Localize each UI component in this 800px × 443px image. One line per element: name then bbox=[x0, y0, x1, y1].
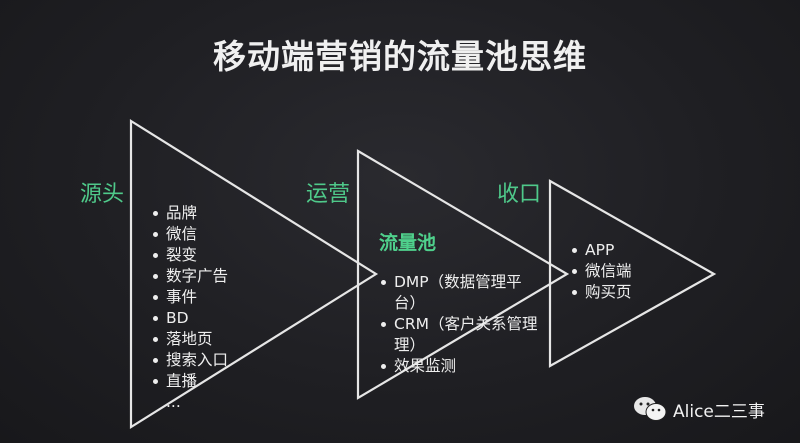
bullet-icon bbox=[153, 274, 158, 279]
list-item: 微信端 bbox=[569, 261, 632, 282]
bullet-icon bbox=[572, 269, 577, 274]
list-item: 微信 bbox=[150, 224, 228, 245]
closing-list: APP 微信端 购买页 bbox=[569, 240, 632, 303]
list-item-continuation: 台） bbox=[394, 294, 426, 312]
watermark: Alice二三事 bbox=[633, 396, 765, 422]
bullet-icon bbox=[572, 290, 577, 295]
bullet-icon bbox=[153, 295, 158, 300]
triangle-closing bbox=[548, 179, 717, 368]
bullet-icon bbox=[153, 379, 158, 384]
page-title: 移动端营销的流量池思维 bbox=[213, 37, 587, 76]
source-list: 品牌 微信 裂变 数字广告 事件 BD 落地页 搜索入口 直播 ... bbox=[150, 203, 228, 413]
list-item: DMP（数据管理平 bbox=[378, 272, 558, 293]
bullet-icon bbox=[153, 211, 158, 216]
list-item: 落地页 bbox=[150, 329, 228, 350]
list-item: 搜索入口 bbox=[150, 350, 228, 371]
watermark-text: Alice二三事 bbox=[673, 401, 765, 422]
stage-label-operation: 运营 bbox=[306, 182, 351, 207]
list-item: APP bbox=[569, 240, 632, 261]
stage-label-source: 源头 bbox=[80, 182, 125, 207]
list-item-continuation: 理） bbox=[394, 336, 426, 354]
bullet-icon bbox=[153, 316, 158, 321]
list-item: 事件 bbox=[150, 287, 228, 308]
list-item: BD bbox=[150, 308, 228, 329]
list-item: 裂变 bbox=[150, 245, 228, 266]
bullet-icon bbox=[381, 322, 386, 327]
bullet-icon bbox=[381, 280, 386, 285]
list-item: 购买页 bbox=[569, 282, 632, 303]
bullet-icon bbox=[153, 337, 158, 342]
triangle-source bbox=[129, 119, 379, 429]
list-item: 效果监测 bbox=[378, 356, 558, 377]
bullet-icon bbox=[381, 364, 386, 369]
stage-label-closing: 收口 bbox=[497, 182, 542, 207]
bullet-icon bbox=[153, 253, 158, 258]
list-item-more: ... bbox=[166, 393, 181, 411]
bullet-icon bbox=[153, 358, 158, 363]
bullet-icon bbox=[572, 248, 577, 253]
bullet-icon bbox=[153, 232, 158, 237]
triangle-operation bbox=[356, 149, 570, 400]
traffic-pool-title: 流量池 bbox=[379, 232, 437, 254]
list-item: 直播 bbox=[150, 371, 228, 392]
list-item: 品牌 bbox=[150, 203, 228, 224]
list-item: CRM（客户关系管理 bbox=[378, 314, 558, 335]
operation-list: DMP（数据管理平 台） CRM（客户关系管理 理） 效果监测 bbox=[378, 272, 558, 377]
list-item: 数字广告 bbox=[150, 266, 228, 287]
wechat-icon bbox=[634, 397, 667, 421]
